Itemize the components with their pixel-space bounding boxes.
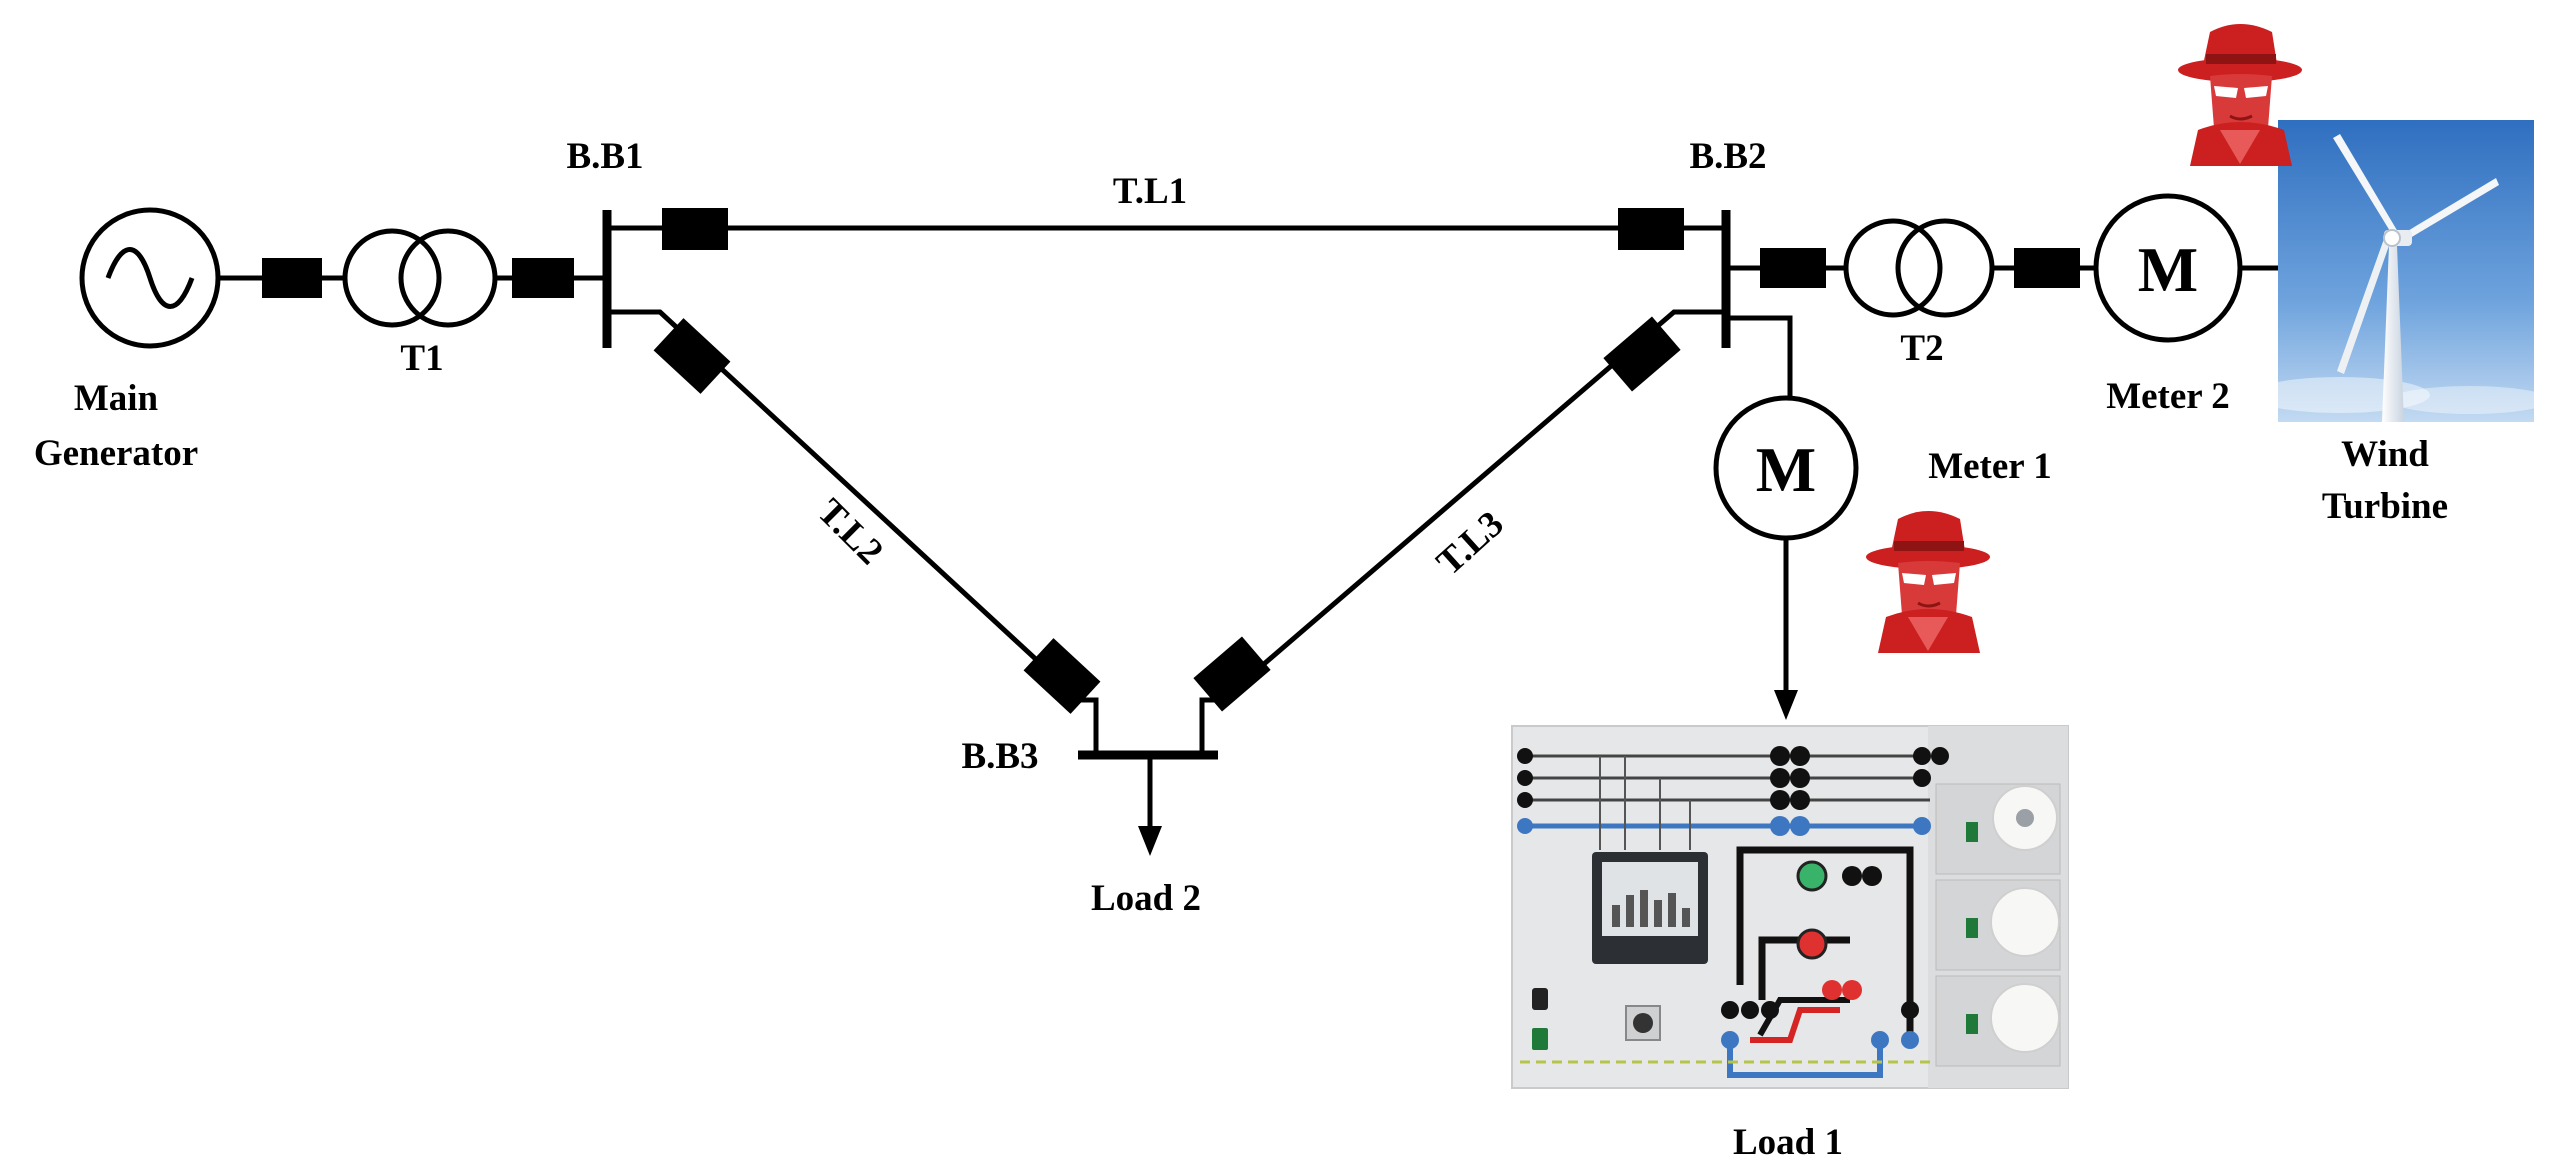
wind-turbine-label-line2: Turbine bbox=[2322, 486, 2448, 527]
t2-label: T2 bbox=[1900, 328, 1943, 369]
load2-arrow-icon bbox=[1138, 826, 1162, 856]
tl3-label: T.L3 bbox=[1429, 503, 1512, 583]
breaker-tl2-bb1-icon bbox=[653, 318, 731, 394]
main-generator-label-line2: Generator bbox=[34, 433, 198, 474]
breaker-tl2-bb3-icon bbox=[1023, 638, 1101, 714]
load1-arrow-icon bbox=[1774, 690, 1798, 720]
main-generator-label-line1: Main bbox=[74, 378, 159, 419]
meter1-symbol: M bbox=[1756, 434, 1816, 505]
load1-label: Load 1 bbox=[1733, 1122, 1843, 1163]
bb3-label: B.B3 bbox=[961, 736, 1038, 777]
meter2-symbol: M bbox=[2138, 234, 2198, 305]
wind-turbine-photo bbox=[2250, 120, 2550, 422]
transformer-t1-icon bbox=[342, 228, 498, 328]
breaker-tl3-bb3-icon bbox=[1193, 636, 1271, 712]
sine-wave-icon bbox=[105, 247, 195, 309]
bb2-label: B.B2 bbox=[1689, 136, 1766, 177]
hacker-icon bbox=[2178, 24, 2302, 166]
meter-1: M bbox=[1713, 395, 1859, 541]
tl2-label: T.L2 bbox=[809, 491, 891, 573]
breaker-gen-icon bbox=[262, 258, 322, 298]
breaker-tl3-bb2-icon bbox=[1603, 316, 1681, 392]
transformer-t2-icon bbox=[1843, 218, 1995, 318]
breaker-tl1-bb2-icon bbox=[1618, 208, 1684, 250]
breaker-t1-bb1-icon bbox=[512, 258, 574, 298]
breaker-bb2-t2-icon bbox=[1760, 248, 1826, 288]
load-panel-photo bbox=[1511, 725, 2069, 1089]
bb1-label: B.B1 bbox=[566, 136, 643, 177]
main-generator bbox=[79, 207, 221, 349]
load2-label: Load 2 bbox=[1091, 878, 1201, 919]
meter2-label: Meter 2 bbox=[2106, 376, 2230, 417]
breaker-tl1-bb1-icon bbox=[662, 208, 728, 250]
hacker-icon bbox=[1866, 511, 1990, 653]
tl1-label: T.L1 bbox=[1113, 171, 1187, 212]
t1-label: T1 bbox=[400, 338, 443, 379]
meter1-label: Meter 1 bbox=[1928, 446, 2052, 487]
breaker-t2-meter2-icon bbox=[2014, 248, 2080, 288]
meter-2: M bbox=[2093, 193, 2243, 343]
wind-turbine-label-line1: Wind bbox=[2341, 434, 2429, 475]
